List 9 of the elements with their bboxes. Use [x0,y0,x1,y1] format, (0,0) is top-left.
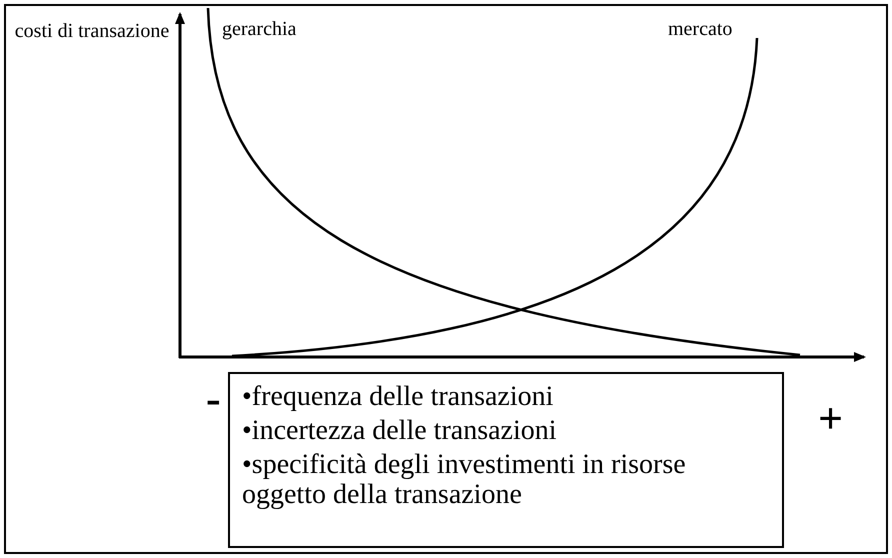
axis-label: + [818,393,844,445]
axis-label: gerarchia [222,17,296,42]
factor-list-box [228,372,784,548]
axis-label: costi di transazione [14,19,170,44]
factor-item: •frequenza delle transazioni [242,382,554,412]
axis-label: - [206,373,221,425]
axis-label: mercato [668,17,732,42]
factor-item: •specificità degli investimenti in risorse oggetto della transazione [242,450,687,510]
factor-item: •incertezza delle transazioni [242,416,558,446]
